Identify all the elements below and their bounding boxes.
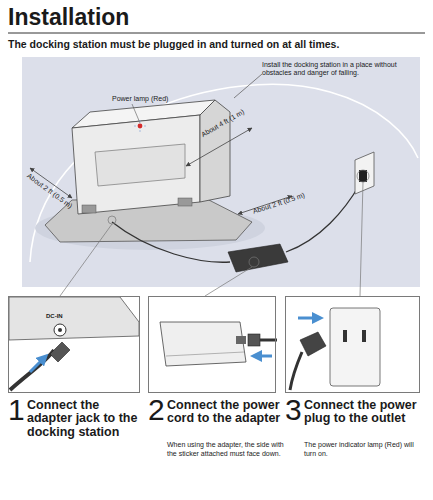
step-panel: 1Connect the adapter jack to the docking…: [8, 296, 140, 393]
room-panel: [22, 57, 420, 287]
dock-closeup: [9, 297, 139, 340]
insert-arrow: [256, 355, 272, 358]
dimension-arrow: [186, 128, 252, 166]
placement-note: Install the docking station in a place w…: [262, 61, 410, 78]
power-lamp: [138, 124, 143, 129]
dc-jack: [54, 324, 66, 336]
dock-side: [200, 100, 230, 202]
wall-outlet: [355, 152, 374, 194]
subtitle: The docking station must be plugged in a…: [8, 38, 339, 51]
ac-connector: [248, 334, 260, 346]
lamp-glow: [134, 120, 146, 132]
step-note: The power indicator lamp (Red) will turn…: [304, 441, 422, 459]
ac-cord: [290, 352, 302, 390]
title-rule: [8, 33, 425, 34]
step-heading: Connect the adapter jack to the docking …: [27, 399, 143, 439]
ac-cord: [260, 339, 277, 342]
page-title: Installation: [8, 4, 129, 30]
socket-slot: [343, 330, 347, 342]
socket-slot: [362, 330, 366, 342]
outlet-closeup: [330, 308, 380, 386]
note-leader: [234, 74, 262, 98]
dc-cord: [112, 222, 230, 262]
port-label: DC-IN: [46, 313, 63, 320]
adapter-seam: [166, 352, 244, 356]
zoom-leaders: [60, 170, 369, 296]
plug: [359, 170, 367, 182]
power-plug: [300, 332, 326, 356]
insert-arrow: [298, 317, 318, 320]
step-number: 2: [148, 395, 168, 425]
step-panel: 3Connect the power plug to the outletThe…: [285, 296, 420, 393]
dc-cord: [10, 350, 54, 390]
insert-arrow: [30, 358, 44, 372]
lamp-leader: [132, 104, 140, 123]
dock-foot: [178, 198, 192, 206]
step-panel: 2Connect the power cord to the adapterWh…: [148, 296, 276, 393]
clearance-arc: [30, 84, 418, 262]
dock-foot: [82, 205, 96, 213]
dc-plug: [50, 342, 70, 362]
power-adapter: [228, 244, 288, 272]
dock-window: [95, 144, 185, 186]
step-heading: Connect the power cord to the adapter: [167, 399, 283, 426]
step-heading: Connect the power plug to the outlet: [304, 399, 420, 426]
part-label: Power lamp (Red): [112, 95, 168, 103]
step-number: 3: [285, 395, 305, 425]
step-number: 1: [8, 395, 28, 425]
adapter-closeup: [160, 322, 246, 366]
adapter-socket: [236, 336, 246, 344]
dock-front: [72, 115, 200, 214]
dc-jack-pin: [58, 328, 62, 332]
step-note: When using the adapter, the side with th…: [167, 441, 285, 459]
